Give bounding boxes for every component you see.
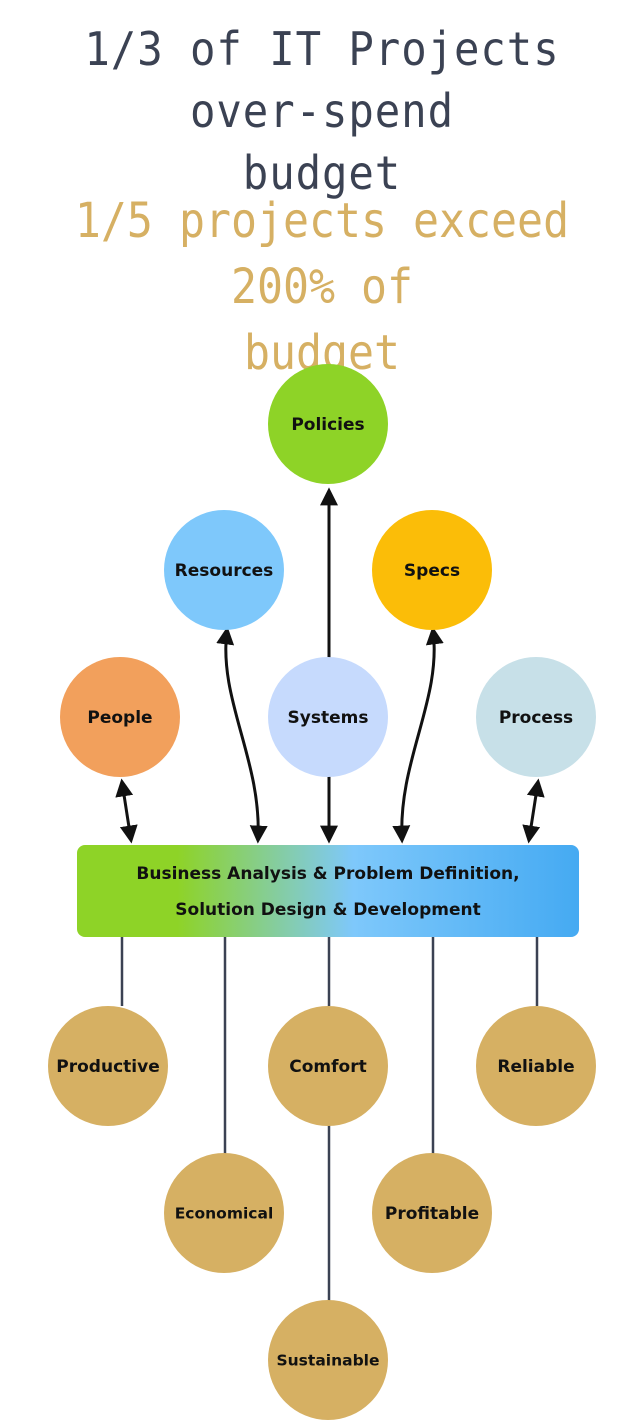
- outcome-node-economical: Economical: [164, 1153, 284, 1273]
- comfort-circle: [268, 1006, 388, 1126]
- page-title: 1/3 of IT Projects over-spend budget: [84, 22, 560, 200]
- specs-label: Specs: [404, 561, 460, 581]
- reliable-circle: [476, 1006, 596, 1126]
- resources-circle: [164, 510, 284, 630]
- input-node-process: Process: [476, 657, 596, 777]
- policies-circle: [268, 364, 388, 484]
- input-node-systems: Systems: [268, 657, 388, 777]
- arrow-resources-bar: [216, 626, 268, 844]
- central-process-bar: Business Analysis & Problem Definition, …: [77, 845, 579, 937]
- profitable-label: Profitable: [385, 1204, 479, 1224]
- outcome-node-profitable: Profitable: [372, 1153, 492, 1273]
- input-node-specs: Specs: [372, 510, 492, 630]
- economical-label: Economical: [175, 1205, 274, 1223]
- comfort-label: Comfort: [289, 1057, 366, 1077]
- systems-label: Systems: [288, 708, 369, 728]
- input-node-policies: Policies: [268, 364, 388, 484]
- productive-circle: [48, 1006, 168, 1126]
- outcome-node-sustainable: Sustainable: [268, 1300, 388, 1420]
- specs-circle: [372, 510, 492, 630]
- central-bar-line2: Solution Design & Development: [175, 900, 480, 920]
- process-label: Process: [499, 708, 573, 728]
- economical-circle: [164, 1153, 284, 1273]
- input-arrows: [115, 487, 545, 844]
- page-subtitle: 1/5 projects exceed 200% of budget: [74, 193, 570, 381]
- profitable-circle: [372, 1153, 492, 1273]
- outcome-node-productive: Productive: [48, 1006, 168, 1126]
- sustainable-label: Sustainable: [276, 1352, 379, 1370]
- policies-label: Policies: [291, 415, 364, 435]
- people-label: People: [87, 708, 152, 728]
- reliable-label: Reliable: [497, 1057, 574, 1077]
- outcome-node-comfort: Comfort: [268, 1006, 388, 1126]
- central-bar-rect: [77, 845, 579, 937]
- arrow-process-bar: [522, 778, 545, 844]
- people-circle: [60, 657, 180, 777]
- arrow-people-bar: [115, 778, 138, 844]
- sustainable-circle: [268, 1300, 388, 1420]
- input-node-resources: Resources: [164, 510, 284, 630]
- outcome-node-reliable: Reliable: [476, 1006, 596, 1126]
- input-node-people: People: [60, 657, 180, 777]
- central-bar-line1: Business Analysis & Problem Definition,: [136, 864, 519, 884]
- productive-label: Productive: [56, 1057, 159, 1077]
- process-circle: [476, 657, 596, 777]
- resources-label: Resources: [175, 561, 274, 581]
- arrow-specs-bar: [392, 626, 444, 844]
- systems-circle: [268, 657, 388, 777]
- outcome-connectors: [120, 936, 539, 1302]
